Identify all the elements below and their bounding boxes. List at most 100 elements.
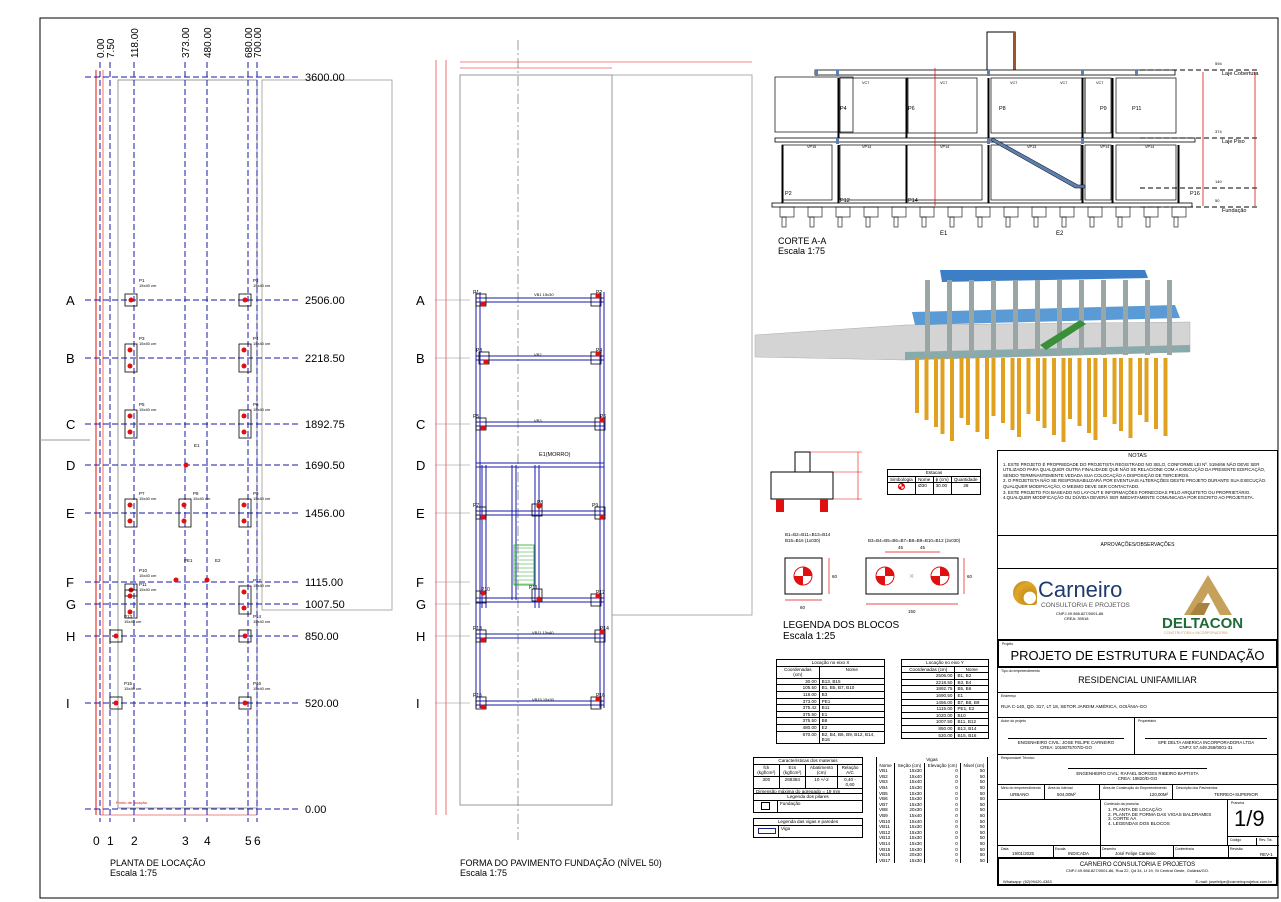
foundation-plan-title: FORMA DO PAVIMENTO FUNDAÇÃO (NÍVEL 50) bbox=[460, 858, 662, 868]
table-title: Locação no eixo Y bbox=[901, 659, 989, 667]
pile-marker bbox=[480, 301, 486, 307]
table-cell: VB7 bbox=[875, 801, 896, 808]
company-name: CARNEIRO CONSULTORIA E PROJETOS bbox=[1079, 862, 1196, 868]
cell: 30.00 bbox=[932, 482, 952, 496]
roof-slab bbox=[814, 69, 1176, 76]
row-label: G bbox=[66, 597, 76, 612]
row-coordinate: 1456.00 bbox=[305, 508, 345, 520]
x-coordinate-label: 0.00 bbox=[96, 38, 107, 58]
section-pillar-label: P11 bbox=[1132, 106, 1141, 112]
table-cell: 118.00 bbox=[776, 690, 820, 699]
pile-marker bbox=[241, 413, 247, 419]
table-cell: 1007.50 bbox=[900, 718, 956, 726]
column-3d bbox=[1035, 280, 1040, 355]
rev-total-label: Rev. Tot. bbox=[1256, 838, 1273, 846]
note-item: 3. ESTE PROJETO FOI BASEADO NO LAY-OUT E… bbox=[1003, 489, 1251, 495]
deltacon-logo-text: DELTACON bbox=[1162, 615, 1244, 632]
carneiro-logo-icon bbox=[1013, 581, 1037, 605]
table-cell: VB6 bbox=[875, 796, 896, 802]
pile-marker bbox=[173, 577, 179, 583]
table-cell: 50 bbox=[959, 835, 989, 841]
pillar-note: 15x40 cm bbox=[139, 407, 157, 412]
materials-title: Características dos materiais bbox=[753, 757, 863, 765]
foundation-beam bbox=[771, 202, 1193, 208]
x-coordinate-label: 118.00 bbox=[130, 28, 141, 58]
responsible-box: Responsável Técnico ENGENHEIRO CIVIL: RA… bbox=[997, 754, 1278, 785]
pile-marker bbox=[127, 429, 133, 435]
pile-marker bbox=[599, 629, 605, 635]
pillar bbox=[594, 417, 606, 431]
table-cell: 15x30 bbox=[894, 857, 925, 864]
pillar-note: 15x40 cm bbox=[139, 587, 157, 592]
pile-cap bbox=[238, 629, 252, 643]
x-axis-label: 4 bbox=[204, 834, 211, 848]
company-footer: CARNEIRO CONSULTORIA E PROJETOS CNPJ 49.… bbox=[997, 857, 1278, 886]
pile-marker bbox=[127, 502, 133, 508]
pile-marker bbox=[127, 593, 133, 599]
table-cell: VB2 bbox=[875, 773, 896, 780]
annotation-e1: E1(MORRO) bbox=[539, 452, 571, 458]
pile-cap bbox=[238, 409, 252, 439]
pillar bbox=[590, 293, 602, 307]
table-cell: 50 bbox=[959, 768, 989, 774]
note-item: 2. O PROJETISTA NÃO SE RESPONSABILIZARÁ … bbox=[1003, 478, 1267, 489]
column-section bbox=[815, 70, 818, 76]
section-pillar-label: P9 bbox=[1100, 106, 1107, 112]
pile-cap bbox=[109, 696, 123, 710]
table-title: Vigas bbox=[876, 757, 988, 763]
3d-structure-render bbox=[754, 270, 1191, 442]
pile-3d bbox=[1077, 358, 1082, 426]
pillar-label: P1 bbox=[473, 290, 479, 296]
column-3d bbox=[1101, 280, 1106, 355]
project-title: PROJETO DE ESTRUTURA E FUNDAÇÃO bbox=[1010, 648, 1265, 663]
table-cell: 670.00 bbox=[776, 730, 820, 744]
pile-marker bbox=[241, 589, 247, 595]
lot-value: 504,00M² bbox=[1057, 792, 1076, 797]
table-cell: B3, B4 bbox=[954, 678, 989, 687]
architecture-outline bbox=[117, 79, 258, 809]
carneiro-logo-text: Carneiro bbox=[1038, 577, 1123, 602]
x-coordinate-label: 373.00 bbox=[181, 27, 192, 58]
stair-flight bbox=[989, 137, 1086, 189]
pile-cap bbox=[1031, 206, 1047, 218]
pile-3d bbox=[1154, 358, 1158, 429]
company-email[interactable]: E-mail: josefelipe@carneiroprojetos.com.… bbox=[1195, 879, 1272, 884]
pile-marker bbox=[181, 502, 187, 508]
pillar-label: P14 bbox=[600, 626, 609, 632]
pile bbox=[837, 216, 843, 228]
pile-3d bbox=[959, 358, 964, 418]
section-pillar-label: P16 bbox=[1190, 191, 1200, 197]
table-cell: PE1 bbox=[818, 697, 886, 706]
table-cell: 2218.50 bbox=[900, 678, 956, 687]
pile-3d bbox=[1112, 358, 1117, 424]
contents-item: 3. CORTE AA bbox=[1108, 816, 1137, 822]
contents-item: 4. LEGENDAS DOS BLOCOS bbox=[1108, 821, 1170, 827]
table-cell: 50 bbox=[959, 807, 989, 813]
pillar bbox=[590, 593, 602, 607]
pile-marker bbox=[241, 347, 247, 353]
pile-marker bbox=[241, 429, 247, 435]
table-cell: 480.00 bbox=[776, 723, 820, 732]
location-plan: 0.0007.501118.002373.003480.004680.00570… bbox=[40, 27, 393, 848]
pillar-note: 15x40 cm bbox=[139, 283, 157, 288]
dim-label: 45 bbox=[920, 545, 926, 550]
stake-label: E2 bbox=[1056, 231, 1064, 237]
table-cell: VB13 bbox=[875, 835, 896, 841]
column-line bbox=[987, 78, 990, 138]
header: ϕ (cm) bbox=[932, 475, 952, 484]
pile-marker bbox=[483, 359, 489, 365]
pile-cap bbox=[1171, 206, 1187, 218]
location-plan-title: PLANTA DE LOCAÇÃO bbox=[110, 858, 206, 868]
date-label: Data bbox=[1001, 847, 1009, 851]
pillar-label: P6 bbox=[253, 402, 259, 407]
table-cell: VB4 bbox=[875, 784, 896, 791]
